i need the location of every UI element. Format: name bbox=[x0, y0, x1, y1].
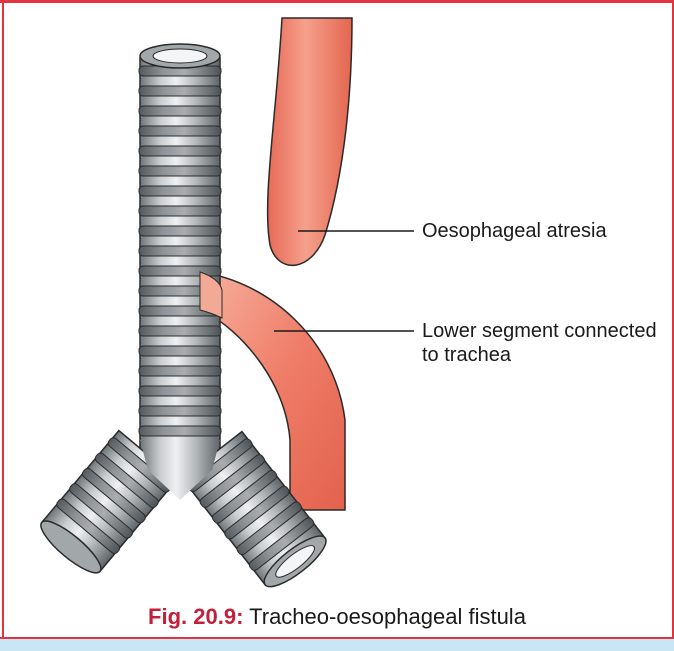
upper-oesophagus-pouch bbox=[268, 18, 352, 265]
trachea-ring bbox=[139, 346, 221, 356]
trachea-ring bbox=[139, 186, 221, 196]
trachea-ring bbox=[139, 86, 221, 96]
lower-segment-label-line2: to trachea bbox=[422, 343, 511, 367]
trachea-ring bbox=[139, 426, 221, 436]
figure-caption: Fig. 20.9: Tracheo-oesophageal fistula bbox=[0, 604, 674, 630]
trachea-ring bbox=[139, 206, 221, 216]
trachea-ring bbox=[139, 226, 221, 236]
trachea-ring bbox=[139, 246, 221, 256]
figure-title: Tracheo-oesophageal fistula bbox=[249, 604, 526, 629]
trachea-ring bbox=[139, 406, 221, 416]
trachea-ring bbox=[139, 166, 221, 176]
lower-segment-label: Lower segment connected bbox=[422, 319, 657, 343]
trachea-ring bbox=[139, 146, 221, 156]
trachea-ring bbox=[139, 386, 221, 396]
trachea-ring bbox=[139, 106, 221, 116]
trachea-tube bbox=[140, 58, 220, 458]
trachea-ring bbox=[139, 366, 221, 376]
trachea-ring bbox=[139, 326, 221, 336]
frame-bottom-strip bbox=[0, 639, 674, 651]
trachea-ring bbox=[139, 126, 221, 136]
trachea-top-lumen bbox=[153, 49, 207, 63]
trachea-ring bbox=[139, 266, 221, 276]
atresia-label: Oesophageal atresia bbox=[422, 219, 607, 243]
figure-number: Fig. 20.9: bbox=[148, 604, 243, 629]
trachea-oesophagus-illustration bbox=[0, 0, 674, 600]
